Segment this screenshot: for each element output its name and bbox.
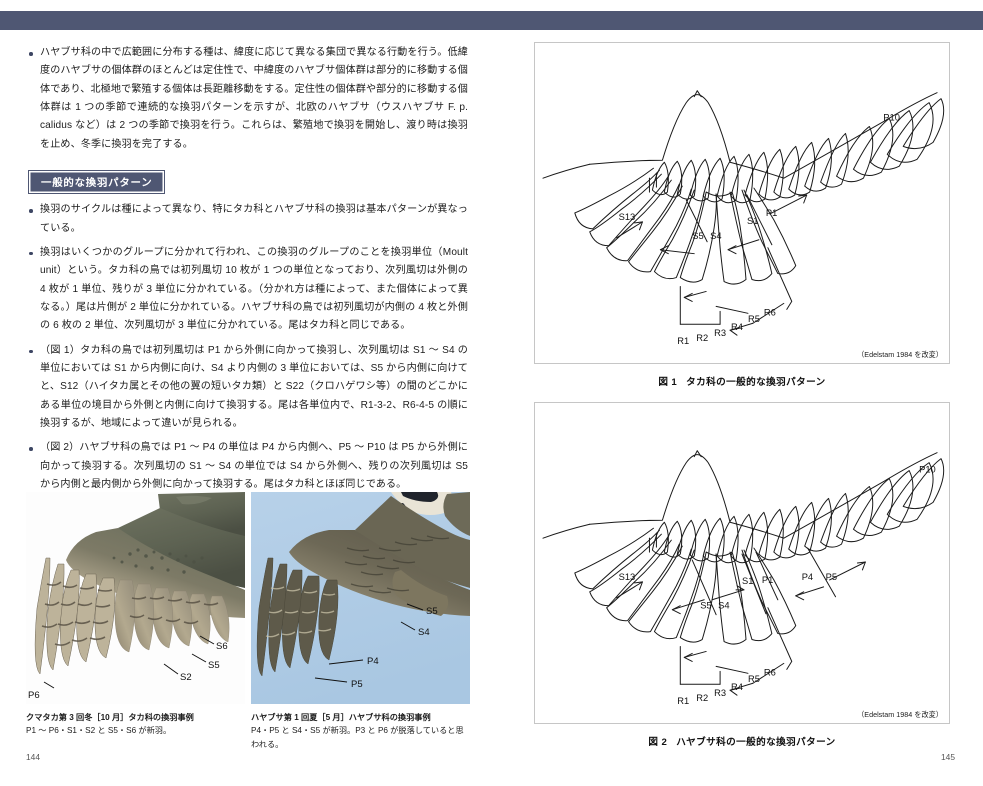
page-number-left: 144 — [26, 752, 40, 762]
fig2-label-s1: S1 — [742, 576, 753, 586]
photo-figures: S6 S5 S2 P6 — [26, 492, 476, 751]
page-number-right: 145 — [941, 752, 955, 762]
intro-bullet-list: ハヤブサ科の中で広範囲に分布する種は、緯度に応じて異なる集団で異なる行動を行う。… — [28, 44, 468, 154]
fig1-label-s13: S13 — [619, 212, 636, 222]
photo-label-s5: S5 — [426, 606, 438, 617]
left-page: ハヤブサ科の中で広範囲に分布する種は、緯度に応じて異なる集団で異なる行動を行う。… — [0, 30, 492, 786]
list-item: 換羽のサイクルは種によって異なり、特にタカ科とハヤブサ科の換羽は基本パターンが異… — [28, 201, 468, 238]
figure-2-diagram: S13 S5 S4 S1 P1 P4 P5 P10 R1 R2 R3 R4 R5… — [542, 450, 945, 706]
photo-label-s4: S4 — [418, 627, 430, 638]
list-item: 換羽はいくつかのグループに分かれて行われ、この換羽のグループのことを換羽単位（M… — [28, 244, 468, 336]
fig1-label-s5: S5 — [692, 231, 703, 241]
fig2-label-p1: P1 — [762, 575, 773, 585]
fig1-label-s1: S1 — [747, 216, 758, 226]
photo-label-p5: P5 — [351, 679, 363, 690]
figure-1-number: 図 1 — [658, 377, 678, 388]
right-page: S13 S5 S4 S1 P1 P10 R1 R2 R3 R4 R5 R6 （E… — [492, 30, 983, 786]
figure-2-annotations — [616, 532, 866, 696]
moult-bullet-list: 換羽のサイクルは種によって異なり、特にタカ科とハヤブサ科の換羽は基本パターンが異… — [28, 201, 468, 494]
figure-1-diagram: S13 S5 S4 S1 P1 P10 R1 R2 R3 R4 R5 R6 — [542, 90, 945, 346]
fig2-label-s5: S5 — [700, 601, 711, 611]
figure-2-frame: S13 S5 S4 S1 P1 P4 P5 P10 R1 R2 R3 R4 R5… — [534, 402, 950, 724]
fig2-label-r2: R2 — [696, 693, 708, 703]
figure-1-caption-text: タカ科の一般的な換羽パターン — [686, 377, 826, 388]
fig2-label-p5: P5 — [826, 572, 837, 582]
hayabusa-photo: S5 S4 P4 P5 — [251, 492, 470, 704]
fig1-label-r1: R1 — [677, 336, 689, 346]
caption-title: ハヤブサ第 1 回夏［5 月］ハヤブサ科の換羽事例 — [251, 713, 431, 722]
photo-leader-lines — [43, 635, 215, 689]
body-text-column: ハヤブサ科の中で広範囲に分布する種は、緯度に応じて異なる集団で異なる行動を行う。… — [28, 44, 468, 501]
photo-label-p4: P4 — [367, 656, 379, 667]
kumataka-photo: S6 S5 S2 P6 — [26, 492, 245, 704]
figure-1-source: （Edelstam 1984 を改変） — [857, 350, 943, 359]
photo-label-s2: S2 — [180, 672, 192, 683]
photo-label-s5: S5 — [208, 660, 220, 671]
fig2-label-s13: S13 — [619, 572, 636, 582]
list-item: （図 2）ハヤブサ科の鳥では P1 〜 P4 の単位は P4 から内側へ、P5 … — [28, 439, 468, 494]
fig2-label-r5: R5 — [748, 674, 760, 684]
fig1-label-s4: S4 — [710, 231, 721, 241]
fig1-label-r6: R6 — [764, 307, 776, 317]
fig1-label-r3: R3 — [714, 328, 726, 338]
fig2-label-p4: P4 — [802, 572, 813, 582]
figure-1-caption: 図 1 タカ科の一般的な換羽パターン — [534, 374, 950, 388]
caption-body: P1 〜 P6・S1・S2 と S5・S6 が新羽。 — [26, 726, 172, 736]
list-item: ハヤブサ科の中で広範囲に分布する種は、緯度に応じて異なる集団で異なる行動を行う。… — [28, 44, 468, 154]
section-heading: 一般的な換羽パターン — [28, 170, 166, 195]
fig1-label-p10: P10 — [883, 113, 900, 123]
figure-1-frame: S13 S5 S4 S1 P1 P10 R1 R2 R3 R4 R5 R6 （E… — [534, 42, 950, 364]
photo-leader-lines — [314, 603, 424, 683]
header-band — [0, 11, 983, 30]
fig2-label-r6: R6 — [764, 667, 776, 677]
figure-2-number: 図 2 — [648, 737, 668, 748]
fig1-label-r2: R2 — [696, 333, 708, 343]
list-item: （図 1）タカ科の鳥では初列風切は P1 から外側に向かって換羽し、次列風切は … — [28, 342, 468, 434]
fig2-label-s4: S4 — [718, 601, 729, 611]
figure-2-caption: 図 2 ハヤブサ科の一般的な換羽パターン — [534, 734, 950, 748]
figure-1-annotations — [616, 172, 808, 336]
kumataka-caption: クマタカ第 3 回冬［10 月］タカ科の換羽事例 P1 〜 P6・S1・S2 と… — [26, 711, 245, 751]
fig2-label-r3: R3 — [714, 688, 726, 698]
caption-title: クマタカ第 3 回冬［10 月］タカ科の換羽事例 — [26, 713, 194, 722]
photo-label-p6: P6 — [28, 690, 40, 701]
caption-body: P4・P5 と S4・S5 が新羽。P3 と P6 が脱落していると思われる。 — [251, 726, 464, 749]
fig2-label-r1: R1 — [677, 696, 689, 706]
photo-label-s6: S6 — [216, 641, 228, 652]
hayabusa-caption: ハヤブサ第 1 回夏［5 月］ハヤブサ科の換羽事例 P4・P5 と S4・S5 … — [251, 711, 470, 751]
figure-2-caption-text: ハヤブサ科の一般的な換羽パターン — [676, 737, 836, 748]
fig2-label-p10: P10 — [919, 465, 936, 475]
fig2-label-r4: R4 — [731, 682, 743, 692]
fig1-label-p1: P1 — [766, 208, 777, 218]
fig1-label-r5: R5 — [748, 314, 760, 324]
fig1-label-r4: R4 — [731, 322, 743, 332]
figure-2-source: （Edelstam 1984 を改変） — [857, 710, 943, 719]
